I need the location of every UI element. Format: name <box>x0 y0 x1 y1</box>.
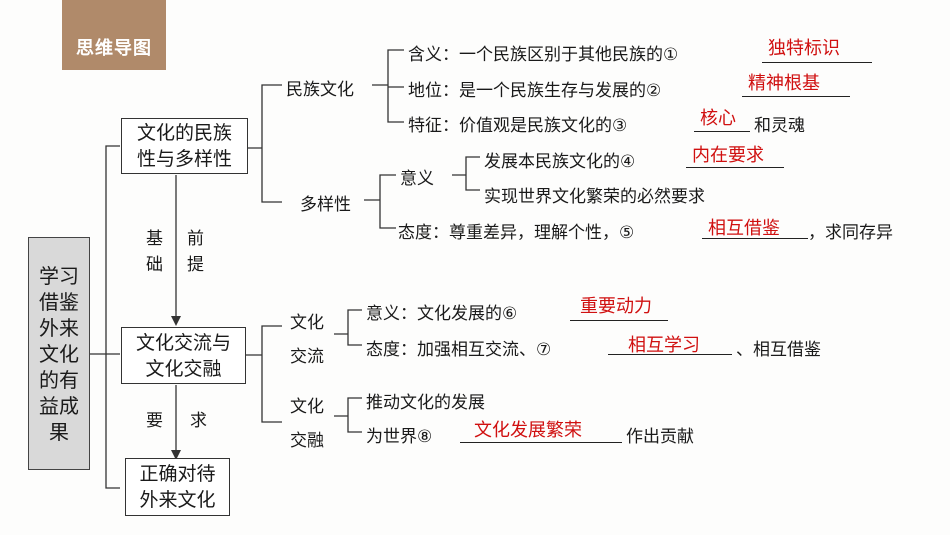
exchange-meaning-prefix: 意义：文化发展的⑥ <box>366 304 518 324</box>
answer-2: 精神根基 <box>748 73 820 94</box>
root-node: 学习借鉴外来文化的有益成果 <box>28 237 90 470</box>
premise-label: 前提 <box>187 229 204 275</box>
meaning1-prefix: 发展本民族文化的④ <box>484 152 636 172</box>
blank-8 <box>460 442 622 443</box>
fusion-item2-suffix: 作出贡献 <box>626 427 694 447</box>
answer-7: 相互学习 <box>628 335 700 356</box>
exchange-label-1: 文化 <box>290 313 324 333</box>
diversity-attitude-suffix: ，求同存异 <box>808 223 893 243</box>
fusion-item2-prefix: 为世界⑧ <box>366 427 433 447</box>
blank-2 <box>742 96 850 97</box>
answer-5: 相互借鉴 <box>708 218 780 239</box>
diversity-box: 文化的民族性与多样性 <box>121 118 248 174</box>
blank-7 <box>608 354 732 355</box>
foundation-label: 基础 <box>146 229 163 275</box>
mind-map-tag: 思维导图 <box>62 0 166 70</box>
feature-prefix: 特征：价值观是民族文化的③ <box>408 116 628 136</box>
diversity-meaning-label: 意义 <box>400 169 434 189</box>
exchange-label-2: 交流 <box>290 347 324 367</box>
exchange-attitude-suffix: 、相互借鉴 <box>736 340 821 360</box>
exchange-attitude-prefix: 态度：加强相互交流、⑦ <box>366 340 552 360</box>
requirement-left-label: 要 <box>146 411 163 431</box>
fusion-item1: 推动文化的发展 <box>366 393 485 413</box>
requirement-right-label: 求 <box>190 411 207 431</box>
blank-6 <box>570 320 668 321</box>
answer-4: 内在要求 <box>692 145 764 166</box>
blank-5 <box>702 238 808 239</box>
attitude-box: 正确对待外来文化 <box>125 458 230 516</box>
meaning2: 实现世界文化繁荣的必然要求 <box>484 187 705 207</box>
blank-3 <box>694 131 750 132</box>
blank-1 <box>762 62 872 63</box>
feature-suffix: 和灵魂 <box>754 116 805 136</box>
answer-3: 核心 <box>700 108 736 129</box>
blank-4 <box>686 167 784 168</box>
national-culture-label: 民族文化 <box>286 80 354 100</box>
answer-8: 文化发展繁荣 <box>474 420 582 441</box>
exchange-box: 文化交流与文化交融 <box>121 327 246 384</box>
fusion-label-1: 文化 <box>290 397 324 417</box>
answer-6: 重要动力 <box>580 296 652 317</box>
status-prefix: 地位：是一个民族生存与发展的② <box>408 81 662 101</box>
answer-1: 独特标识 <box>768 38 840 59</box>
fusion-label-2: 交融 <box>290 431 324 451</box>
diversity-label: 多样性 <box>300 195 351 215</box>
meaning-prefix: 含义：一个民族区别于其他民族的① <box>408 45 679 65</box>
diversity-attitude-prefix: 态度：尊重差异，理解个性，⑤ <box>398 223 635 243</box>
